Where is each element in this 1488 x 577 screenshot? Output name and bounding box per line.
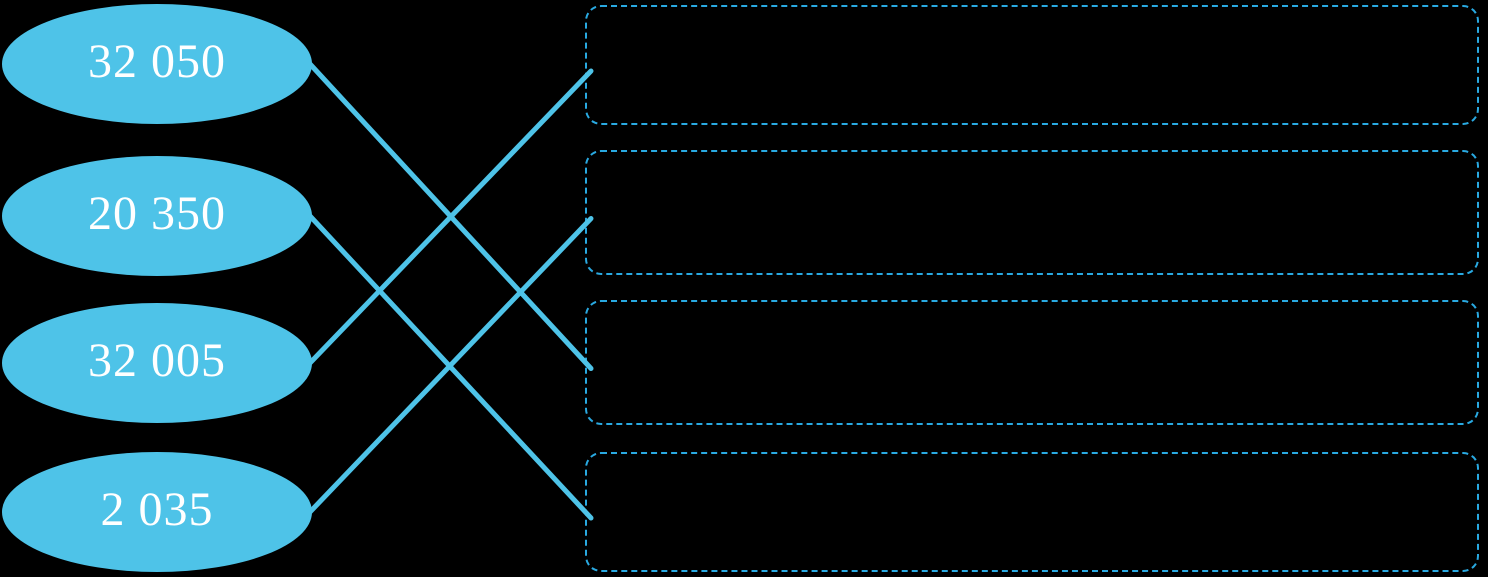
number-label: 32 050 (88, 35, 226, 88)
connection-line (307, 61, 594, 371)
answer-box-0[interactable] (585, 5, 1479, 125)
connection-line (307, 213, 594, 521)
number-ellipse-2[interactable]: 32 005 (2, 303, 312, 423)
number-label: 2 035 (100, 483, 214, 536)
answer-box-1[interactable] (585, 150, 1479, 275)
connection-line (307, 68, 594, 366)
number-ellipse-1[interactable]: 20 350 (2, 156, 312, 276)
number-label: 20 350 (88, 187, 226, 240)
number-label: 32 005 (88, 334, 226, 387)
number-ellipse-3[interactable]: 2 035 (2, 452, 312, 572)
answer-box-2[interactable] (585, 300, 1479, 425)
connection-line (307, 216, 594, 515)
number-ellipse-0[interactable]: 32 050 (2, 4, 312, 124)
answer-box-3[interactable] (585, 452, 1479, 572)
